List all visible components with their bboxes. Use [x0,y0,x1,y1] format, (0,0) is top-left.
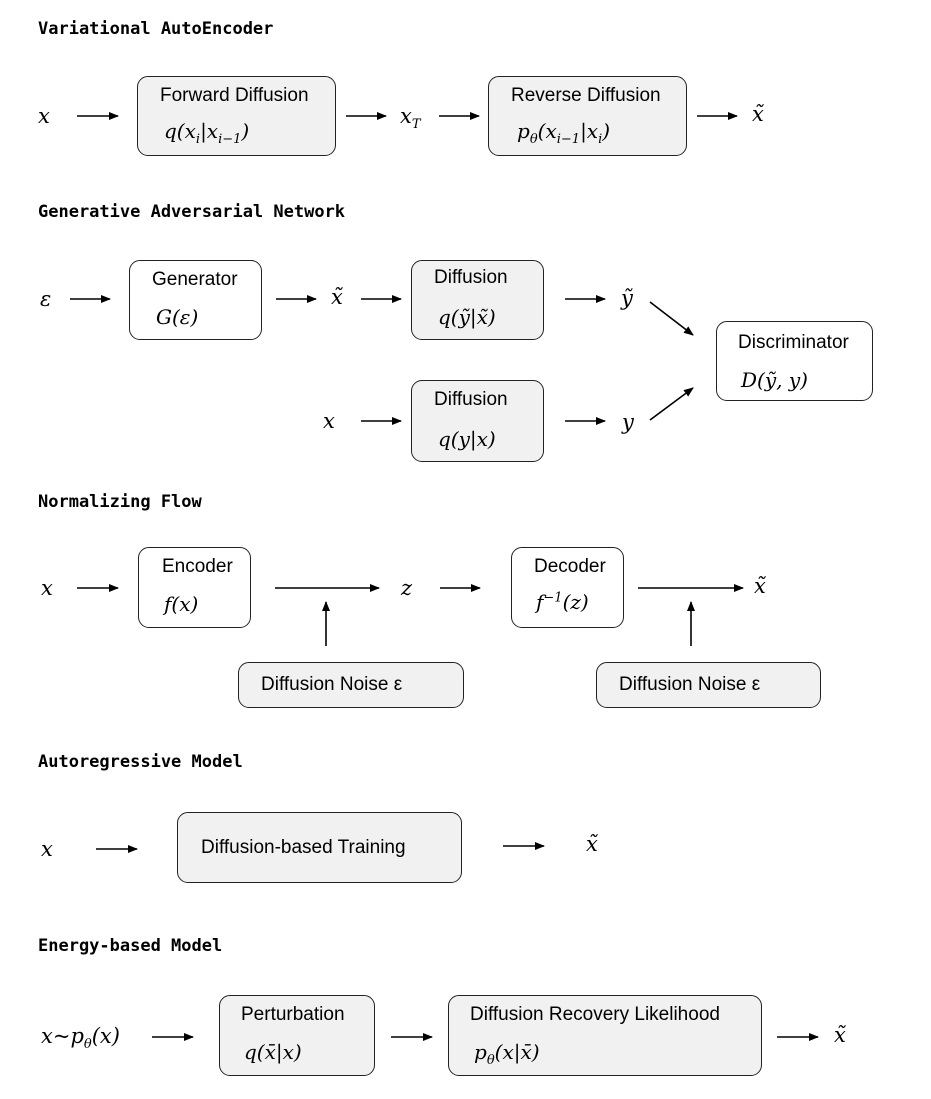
encoder-formula: f(x) [164,592,199,616]
section-title-vae: Variational AutoEncoder [38,19,274,39]
reverse-diffusion-label: Reverse Diffusion [511,85,661,106]
ar-output-symbol: x̃ [586,832,598,856]
vae-output-symbol: x̃ [752,102,764,126]
ebm-output-symbol: x̃ [834,1023,846,1047]
generator-formula: G(ε) [156,305,199,329]
gan-fake-noisy-symbol: ỹ [621,286,633,310]
diffusion-real-label: Diffusion [434,389,508,410]
encoder-label: Encoder [162,556,233,577]
gan-generated-symbol: x̃ [331,285,343,309]
forward-diffusion-label: Forward Diffusion [160,85,309,106]
vae-latent-symbol: xT [400,104,421,133]
generator-label: Generator [152,269,238,290]
diffusion-fake-label: Diffusion [434,267,508,288]
decoder-formula: f−1(z) [536,590,589,614]
arrow-gan-8 [649,387,694,421]
flow-output-symbol: x̃ [754,574,766,598]
diffusion-real-formula: q(y|x) [438,427,496,451]
generator-box: Generator G(ε) [129,260,262,340]
gan-real-symbol: x [323,409,335,433]
recovery-likelihood-label: Diffusion Recovery Likelihood [470,1004,720,1025]
discriminator-box: Discriminator D(ỹ, y) [716,321,873,401]
forward-diffusion-formula: q(xi|xi−1) [164,119,250,147]
ebm-input-symbol: x~pθ(x) [41,1024,120,1053]
perturbation-formula: q(x̄|x) [244,1040,302,1064]
forward-diffusion-box: Forward Diffusion q(xi|xi−1) [137,76,336,156]
encoder-box: Encoder f(x) [138,547,251,628]
diffusion-noise-box-2: Diffusion Noise ε [596,662,821,708]
gan-real-noisy-symbol: y [622,410,634,434]
reverse-diffusion-box: Reverse Diffusion pθ(xi−1|xi) [488,76,687,156]
perturbation-label: Perturbation [241,1004,345,1025]
gan-noise-symbol: ε [40,287,52,311]
diffusion-noise-label-2: Diffusion Noise ε [619,674,761,695]
decoder-label: Decoder [534,556,606,577]
perturbation-box: Perturbation q(x̄|x) [219,995,375,1076]
discriminator-label: Discriminator [738,332,849,353]
vae-input-symbol: x [38,104,50,128]
section-title-flow: Normalizing Flow [38,492,202,512]
section-title-ebm: Energy-based Model [38,936,223,956]
reverse-diffusion-formula: pθ(xi−1|xi) [517,119,611,147]
recovery-likelihood-box: Diffusion Recovery Likelihood pθ(x|x̄) [448,995,762,1076]
diffusion-noise-box-1: Diffusion Noise ε [238,662,464,708]
recovery-likelihood-formula: pθ(x|x̄) [474,1040,540,1068]
diffusion-fake-formula: q(ỹ|x̃) [438,305,496,329]
ar-input-symbol: x [41,837,53,861]
diffusion-training-box: Diffusion-based Training [177,812,462,883]
arrow-gan-5 [649,301,694,336]
flow-latent-symbol: z [401,576,413,600]
diffusion-noise-label-1: Diffusion Noise ε [261,674,403,695]
diffusion-box-fake: Diffusion q(ỹ|x̃) [411,260,544,340]
discriminator-formula: D(ỹ, y) [741,368,808,392]
diffusion-training-label: Diffusion-based Training [201,837,406,858]
decoder-box: Decoder f−1(z) [511,547,624,628]
section-title-gan: Generative Adversarial Network [38,202,346,222]
section-title-ar: Autoregressive Model [38,752,243,772]
flow-input-symbol: x [41,576,53,600]
diffusion-box-real: Diffusion q(y|x) [411,380,544,462]
